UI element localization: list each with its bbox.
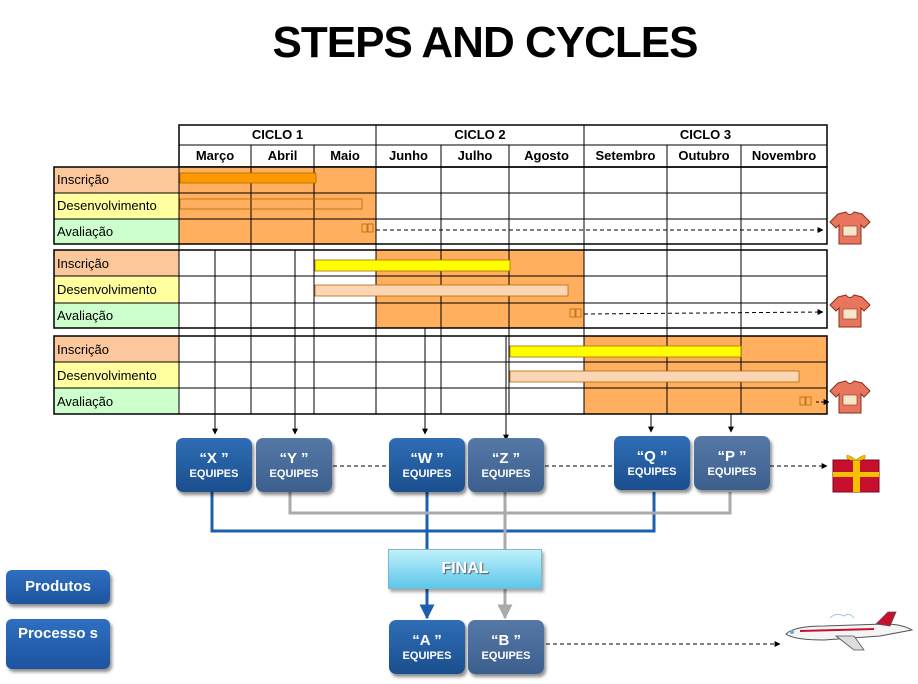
equipes-label: EQUIPES <box>481 650 531 662</box>
month-abril: Abril <box>267 148 298 163</box>
gift-icon <box>832 455 880 493</box>
team-w-box[interactable]: “W ” EQUIPES <box>389 438 465 492</box>
month-junho: Junho <box>389 148 428 163</box>
row-label-desenvolvimento: Desenvolvimento <box>57 368 157 383</box>
team-y-label: “Y ” <box>279 450 309 467</box>
equipes-label: EQUIPES <box>189 468 239 480</box>
cycle-2-header: CICLO 2 <box>454 127 506 142</box>
equipes-label: EQUIPES <box>402 650 452 662</box>
row-label-avaliacao: Avaliação <box>57 224 114 239</box>
shirt-icon <box>829 380 871 414</box>
team-b-label: “B ” <box>491 632 521 649</box>
row-label-avaliacao: Avaliação <box>57 394 114 409</box>
month-agosto: Agosto <box>524 148 569 163</box>
team-y-box[interactable]: “Y ” EQUIPES <box>256 438 332 492</box>
shirt-icon <box>829 211 871 245</box>
cycle-3-header: CICLO 3 <box>679 127 732 142</box>
month-julho: Julho <box>457 148 493 163</box>
team-x-box[interactable]: “X ” EQUIPES <box>176 438 252 492</box>
row-label-inscricao: Inscrição <box>57 342 110 357</box>
team-a-box[interactable]: “A ” EQUIPES <box>389 620 465 674</box>
row-label-inscricao: Inscrição <box>57 256 110 271</box>
month-marco: Março <box>195 148 235 163</box>
team-a-label: “A ” <box>412 632 442 649</box>
airplane-icon <box>785 611 914 651</box>
equipes-label: EQUIPES <box>481 468 531 480</box>
row-label-desenvolvimento: Desenvolvimento <box>57 198 157 213</box>
produtos-button[interactable]: Produtos <box>6 570 110 604</box>
team-x-label: “X ” <box>199 450 229 467</box>
month-maio: Maio <box>330 148 360 163</box>
row-label-avaliacao: Avaliação <box>57 308 114 323</box>
team-w-label: “W ” <box>410 450 444 467</box>
equipes-label: EQUIPES <box>707 466 757 478</box>
shirt-icon <box>829 294 871 328</box>
processos-button[interactable]: Processo s <box>6 619 110 669</box>
page-title: STEPS AND CYCLES <box>272 18 699 67</box>
team-b-box[interactable]: “B ” EQUIPES <box>468 620 544 674</box>
equipes-label: EQUIPES <box>269 468 319 480</box>
team-z-box[interactable]: “Z ” EQUIPES <box>468 438 544 492</box>
month-outubro: Outubro <box>678 148 730 163</box>
month-novembro: Novembro <box>751 148 817 163</box>
team-p-label: “P ” <box>717 448 747 465</box>
cycle-1-header: CICLO 1 <box>251 127 304 142</box>
row-label-desenvolvimento: Desenvolvimento <box>57 282 157 297</box>
row-label-inscricao: Inscrição <box>57 172 110 187</box>
month-setembro: Setembro <box>595 148 656 163</box>
final-box[interactable]: FINAL <box>388 549 542 589</box>
team-p-box[interactable]: “P ” EQUIPES <box>694 436 770 490</box>
team-z-label: “Z ” <box>491 450 521 467</box>
team-q-box[interactable]: “Q ” EQUIPES <box>614 436 690 490</box>
equipes-label: EQUIPES <box>627 466 677 478</box>
team-q-label: “Q ” <box>636 448 668 465</box>
equipes-label: EQUIPES <box>402 468 452 480</box>
